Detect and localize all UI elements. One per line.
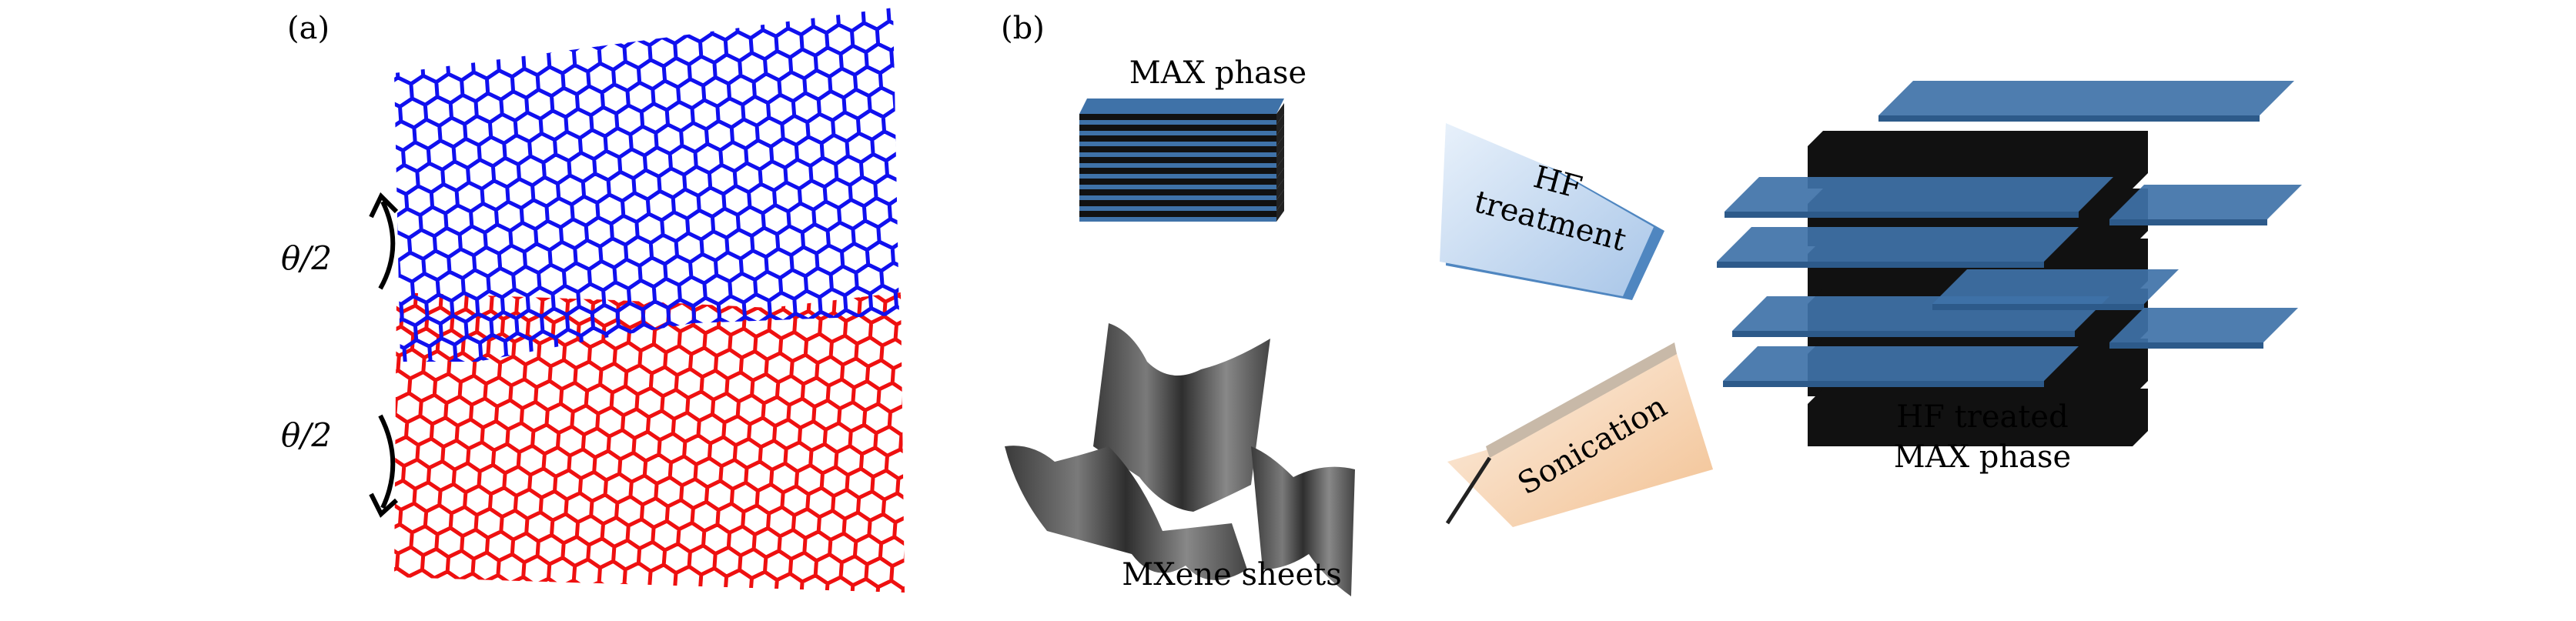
sonication-arrow: Sonication [1445,342,1713,527]
max-side-face [1276,168,1284,189]
max-black-layer [1079,179,1276,185]
hf-blue-sheet [1932,269,2179,304]
max-blue-layer [1079,195,1276,200]
mxene-sheets-label: MXene sheets [1122,557,1342,593]
max-blue-layer [1079,206,1276,211]
max-side-face [1276,179,1284,200]
mxene-sheet-small-right [1251,446,1355,596]
max-side-face [1276,189,1284,211]
hf-treated-max-stack [1717,81,2302,446]
max-black-layer [1079,189,1276,195]
rotation-cw-arrow-icon [378,414,396,509]
max-black-layer [1079,114,1276,120]
hf-blue-sheet-edge [1717,262,2044,268]
max-black-layer [1079,200,1276,206]
panel-b: (b) MAX phase HF treatment Sonication MX… [1001,11,2302,596]
rotation-cw-arrowhead-icon [369,492,399,518]
max-blue-layer [1079,174,1276,179]
hf-blue-sheet [2109,185,2302,219]
hf-blue-sheet-edge [1732,331,2075,337]
hf-blue-sheet-edge [1723,381,2044,387]
hf-blue-sheet [1725,177,2113,212]
panel-a-label: (a) [287,11,330,46]
hf-blue-sheet [1723,346,2079,381]
panel-b-label: (b) [1001,11,1045,46]
top-graphene-layer [394,8,899,362]
max-side-face [1276,103,1284,125]
rotation-top-label: θ/2 [281,239,332,277]
max-side-face [1276,157,1284,179]
hf-black-layer [1808,389,2148,446]
max-side-face [1276,200,1284,222]
hf-blue-sheet-edge [1932,304,2144,310]
max-blue-layer [1079,142,1276,146]
max-black-layer [1079,211,1276,217]
hf-blue-sheet-edge [2109,342,2263,349]
hf-blue-sheet [1878,81,2294,115]
max-side-face [1276,146,1284,168]
max-blue-layer [1079,185,1276,189]
max-black-layer [1079,157,1276,163]
max-top-face [1079,98,1284,114]
rotation-ccw-arrow-icon [378,200,396,290]
mxene-sheets: MXene sheets [1005,323,1355,596]
max-side-face [1276,135,1284,157]
hf-treatment-arrow: HF treatment [1440,123,1664,300]
hf-treated-line2: MAX phase [1894,439,2071,475]
hf-blue-sheet-edge [1725,212,2079,218]
max-black-layer [1079,135,1276,142]
max-blue-layer [1079,152,1276,157]
hf-treated-line1: HF treated [1896,399,2068,435]
hf-blue-sheet-edge [1878,115,2260,122]
hf-blue-sheet [2109,308,2298,342]
hf-blue-sheet [1717,227,2079,262]
max-blue-layer [1079,131,1276,135]
mxene-sheet-large [1093,323,1270,512]
max-black-layer [1079,146,1276,152]
max-phase-label: MAX phase [1129,55,1306,91]
hf-black-layer [1808,131,2148,189]
max-black-layer [1079,125,1276,131]
max-blue-layer [1079,217,1276,222]
hf-blue-sheet-edge [2109,219,2267,225]
rotation-bottom-label: θ/2 [281,416,332,454]
panel-a: (a) θ/2 θ/2 [281,8,905,593]
max-blue-layer [1079,163,1276,168]
max-black-layer [1079,168,1276,174]
max-phase-stack [1079,98,1284,222]
rotation-ccw-arrowhead-icon [369,192,399,219]
bottom-graphene-layer [394,292,905,593]
max-blue-layer [1079,120,1276,125]
mxene-sheet-small-left [1005,446,1247,580]
max-side-face [1276,125,1284,146]
max-side-face [1276,114,1284,135]
